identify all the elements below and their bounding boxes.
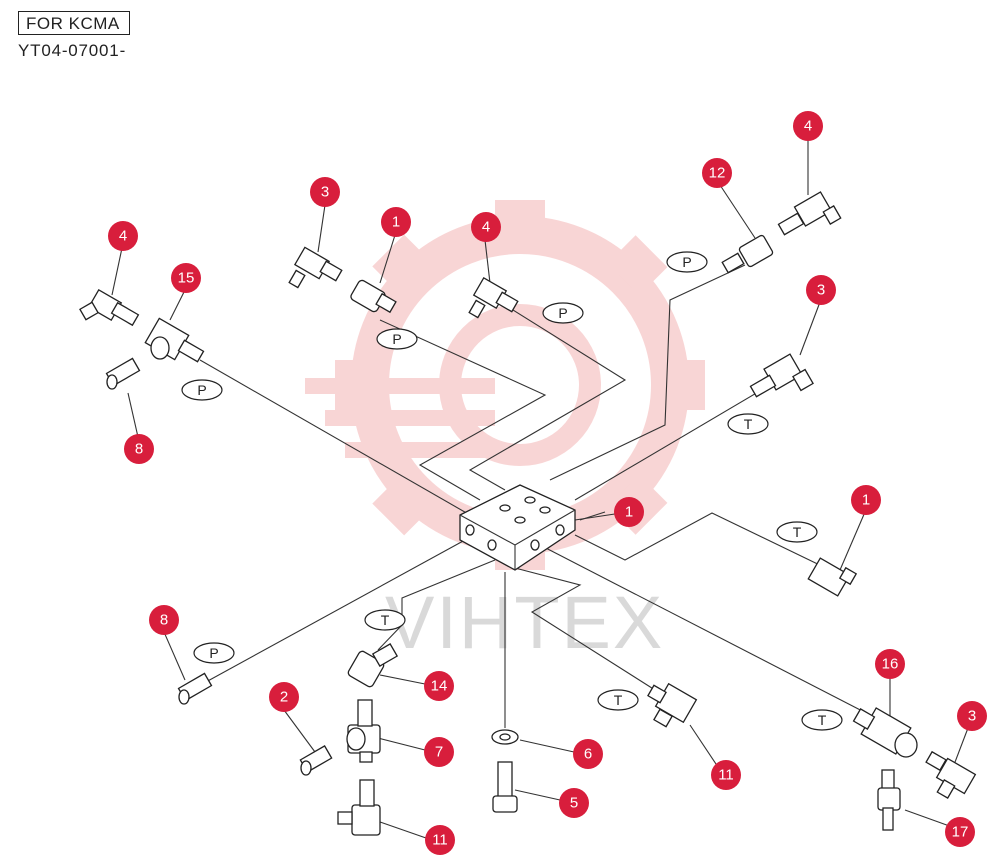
callout-14: 14 <box>424 671 454 701</box>
fitting-elbow-3-right <box>749 353 814 398</box>
callout-12: 12 <box>702 158 732 188</box>
fitting-elbow-1-right <box>807 557 858 597</box>
fitting-elbow-14 <box>347 643 399 688</box>
fitting-connector-17 <box>877 769 901 831</box>
callout-3-top: 3 <box>310 177 340 207</box>
callout-16: 16 <box>875 649 905 679</box>
model-label: FOR KCMA <box>26 14 120 33</box>
svg-text:8: 8 <box>135 441 143 458</box>
callout-17: 17 <box>945 817 975 847</box>
port-label-p-5: P <box>193 642 235 664</box>
svg-text:T: T <box>793 524 802 540</box>
fitting-elbow-4-right <box>777 191 842 236</box>
callout-8-bottom: 8 <box>149 605 179 635</box>
svg-text:T: T <box>614 692 623 708</box>
part-callouts: 3 1 4 12 4 4 15 8 3 1 1 8 14 2 7 6 5 11 … <box>108 111 987 855</box>
svg-text:17: 17 <box>952 824 969 841</box>
svg-text:8: 8 <box>160 612 168 629</box>
fitting-elbow-3-top <box>288 246 343 289</box>
svg-text:T: T <box>744 416 753 432</box>
svg-text:4: 4 <box>482 219 490 236</box>
port-label-t-1: T <box>727 413 769 435</box>
bolt-5 <box>492 761 518 813</box>
svg-text:P: P <box>392 331 401 347</box>
svg-text:14: 14 <box>431 678 448 695</box>
fitting-nipple-2 <box>299 745 333 776</box>
callout-11-bottom: 11 <box>425 825 455 855</box>
fitting-nipple-8-top <box>105 357 141 390</box>
callout-3-right: 3 <box>806 275 836 305</box>
svg-text:P: P <box>682 254 691 270</box>
callout-7: 7 <box>424 737 454 767</box>
model-label-box: FOR KCMA <box>18 11 130 35</box>
svg-text:T: T <box>381 612 390 628</box>
svg-text:1: 1 <box>392 214 400 231</box>
port-label-p-4: P <box>181 379 223 401</box>
part-code: YT04-07001- <box>18 41 127 60</box>
svg-text:15: 15 <box>178 270 195 287</box>
svg-text:4: 4 <box>119 228 127 245</box>
svg-text:P: P <box>209 645 218 661</box>
svg-text:2: 2 <box>280 689 288 706</box>
svg-text:T: T <box>818 712 827 728</box>
callout-6: 6 <box>573 739 603 769</box>
fitting-elbow-4-left <box>79 288 140 327</box>
fitting-elbow-3-bottom-right <box>925 750 977 799</box>
svg-text:3: 3 <box>321 184 329 201</box>
fitting-elbow-4-top <box>468 276 519 319</box>
callout-2: 2 <box>269 682 299 712</box>
fitting-tee-16 <box>852 707 918 758</box>
watermark-text: VIHTEX <box>385 581 664 664</box>
port-label-t-3: T <box>364 609 406 631</box>
port-label-p-3: P <box>666 251 708 273</box>
svg-text:12: 12 <box>709 165 726 182</box>
callout-4-left: 4 <box>108 221 138 251</box>
fitting-elbow-11-right <box>647 682 698 728</box>
fitting-adapter-1-top <box>350 279 397 314</box>
port-labels: P P P P T T T P T T <box>181 251 843 731</box>
manifold-block <box>459 484 576 571</box>
svg-text:11: 11 <box>718 767 734 784</box>
svg-text:3: 3 <box>817 282 825 299</box>
port-label-p-2: P <box>542 302 584 324</box>
svg-text:P: P <box>197 382 206 398</box>
callout-4-top: 4 <box>471 212 501 242</box>
fitting-tee-7 <box>346 699 381 763</box>
svg-text:5: 5 <box>570 795 578 812</box>
callout-1-block: 1 <box>614 497 644 527</box>
port-label-t-5: T <box>801 709 843 731</box>
svg-text:1: 1 <box>862 492 870 509</box>
callout-8-top: 8 <box>124 434 154 464</box>
svg-text:3: 3 <box>968 708 976 725</box>
svg-text:11: 11 <box>432 832 448 849</box>
svg-text:7: 7 <box>435 744 443 761</box>
fitting-adapter-12 <box>721 234 774 274</box>
callout-11-right: 11 <box>711 760 741 790</box>
callout-1-top: 1 <box>381 207 411 237</box>
svg-text:16: 16 <box>882 656 899 673</box>
svg-text:4: 4 <box>804 118 812 135</box>
svg-text:1: 1 <box>625 504 633 521</box>
fitting-tee-15 <box>144 317 205 363</box>
fitting-valve-11-bottom <box>337 779 381 836</box>
callout-15: 15 <box>171 263 201 293</box>
washer-6 <box>491 729 519 745</box>
callout-5: 5 <box>559 788 589 818</box>
port-label-t-2: T <box>776 521 818 543</box>
svg-text:P: P <box>558 305 567 321</box>
port-label-t-4: T <box>597 689 639 711</box>
port-label-p-1: P <box>376 328 418 350</box>
callout-3-bottom-right: 3 <box>957 701 987 731</box>
callout-1-right: 1 <box>851 485 881 515</box>
callout-4-right: 4 <box>793 111 823 141</box>
svg-text:6: 6 <box>584 746 592 763</box>
fitting-nipple-8-bottom <box>177 672 213 705</box>
